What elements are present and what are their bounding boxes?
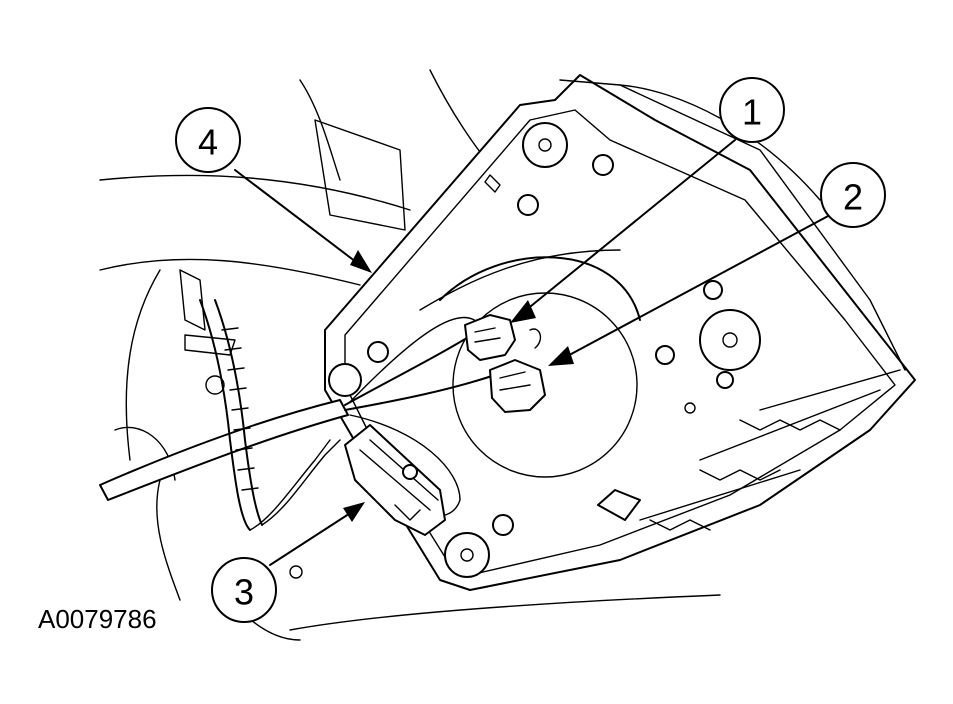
arrow-3-head <box>343 502 365 522</box>
harness-connector <box>344 424 446 536</box>
callout-2-label: 2 <box>843 177 863 218</box>
arrow-1-head <box>510 300 536 323</box>
leader-lines <box>234 139 831 566</box>
arrow-2-head <box>548 346 574 366</box>
clockspring-opening <box>439 256 641 478</box>
airbag-connectors <box>464 314 546 413</box>
callout-3-label: 3 <box>234 572 254 613</box>
callout-1: 1 <box>719 77 785 143</box>
callout-2: 2 <box>820 162 886 228</box>
wiring-harness <box>99 249 621 531</box>
arrow-4-head <box>350 250 372 273</box>
callout-4-label: 4 <box>198 122 218 163</box>
callout-3: 3 <box>211 557 277 623</box>
callout-4: 4 <box>175 107 241 173</box>
callout-1-label: 1 <box>742 92 762 133</box>
figure-id: A0079786 <box>38 604 157 634</box>
